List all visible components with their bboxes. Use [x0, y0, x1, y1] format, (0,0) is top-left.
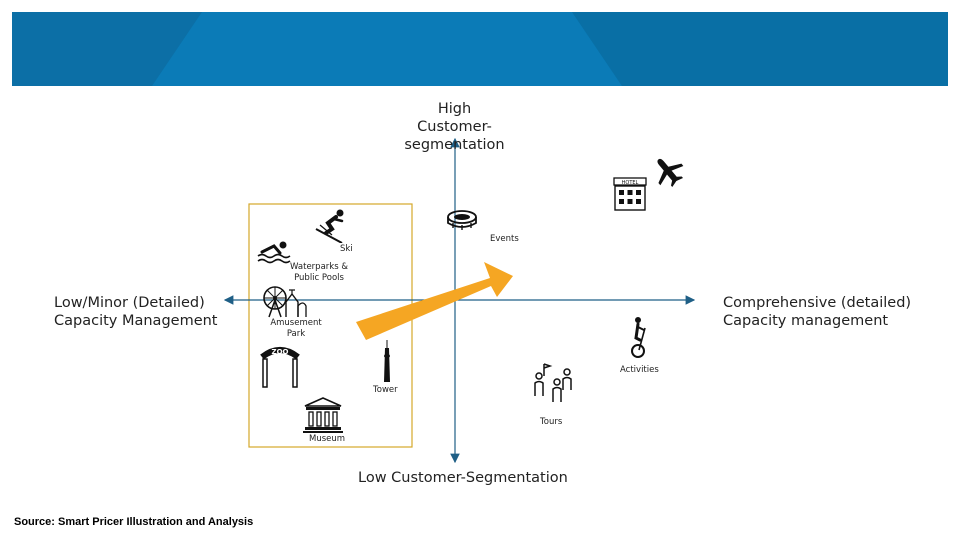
ski-label: Ski [340, 244, 353, 254]
ferris-wheel-icon [263, 286, 307, 318]
tower-icon [384, 340, 390, 382]
tour-group-icon [534, 363, 572, 402]
museum-label: Museum [309, 434, 346, 444]
hotel-sign: HOTEL [622, 180, 639, 186]
axis-label-left: Low/Minor (Detailed) Capacity Management [54, 294, 218, 330]
swimmer-icon [257, 241, 291, 264]
amusement-label: Amusement Park [270, 318, 322, 340]
waterparks-line1: Waterparks & [290, 262, 348, 272]
skier-icon [315, 209, 344, 243]
museum-icon [303, 397, 343, 433]
axis-top-line2: Customer-segmentation [404, 119, 505, 153]
stadium-icon [447, 210, 477, 230]
amusement-line2: Park [286, 329, 306, 339]
axis-label-right: Comprehensive (detailed) Capacity manage… [723, 294, 911, 330]
segway-icon [631, 317, 646, 358]
axis-right-line1: Comprehensive (detailed) [723, 295, 912, 311]
source-footer: Source: Smart Pricer Illustration and An… [14, 516, 254, 528]
axis-label-top: High Customer-segmentation [372, 100, 537, 154]
trend-arrow [356, 262, 513, 340]
waterparks-line2: Public Pools [294, 273, 344, 283]
waterparks-label: Waterparks & Public Pools [288, 262, 350, 284]
amusement-line1: Amusement [270, 318, 322, 328]
airplane-icon [657, 158, 684, 187]
hotel-icon: HOTEL [613, 177, 647, 211]
activities-label: Activities [620, 365, 659, 375]
axis-right-line2: Capacity management [723, 313, 889, 329]
zoo-gate-icon: ZOO [260, 347, 300, 388]
axis-label-bottom: Low Customer-Segmentation [358, 470, 568, 486]
banner-shapes [12, 12, 948, 86]
tower-label: Tower [373, 385, 398, 395]
low-capacity-group-box [248, 203, 413, 448]
header-banner [12, 12, 948, 86]
axis-left-line1: Low/Minor (Detailed) [54, 295, 205, 311]
events-label: Events [490, 234, 519, 244]
tours-label: Tours [540, 417, 563, 427]
axis-top-line1: High [437, 101, 472, 117]
axis-left-line2: Capacity Management [54, 313, 218, 329]
zoo-sign: ZOO [272, 348, 289, 356]
